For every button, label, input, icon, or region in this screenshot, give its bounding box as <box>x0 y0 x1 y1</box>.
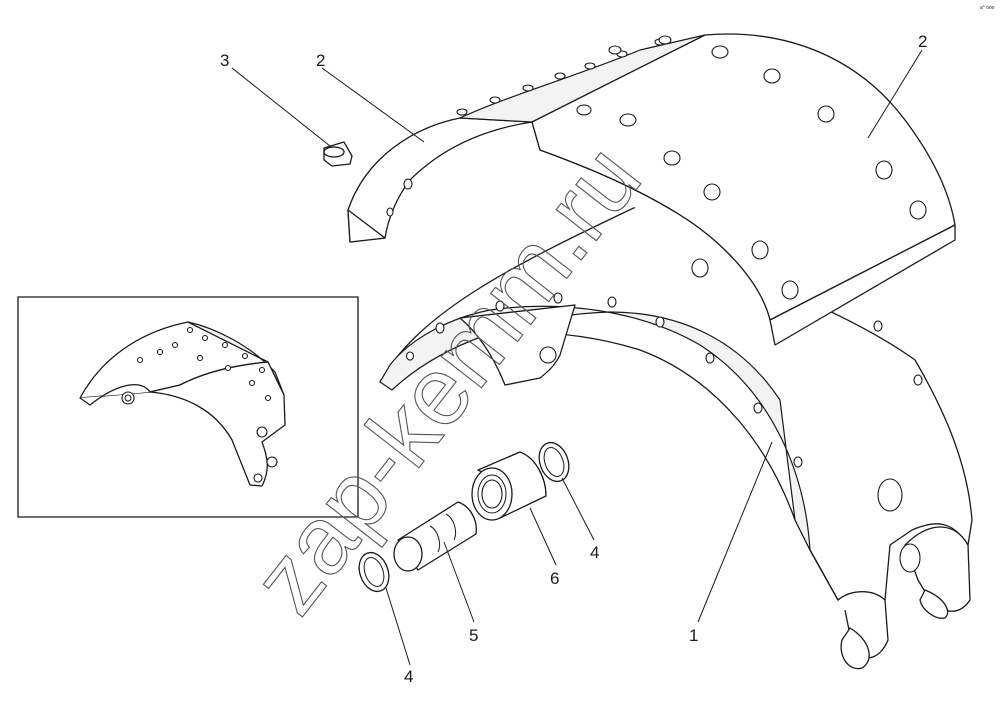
callout-3: 3 <box>220 51 229 70</box>
part-4-o-ring-right <box>538 441 570 483</box>
leader-lines <box>231 49 923 666</box>
part-6-bushing <box>471 451 547 521</box>
callout-4-left: 4 <box>404 667 413 686</box>
callout-2-right: 2 <box>918 32 927 51</box>
part-2-lining-left <box>347 34 706 243</box>
part-5-pin <box>393 501 477 572</box>
inset-frame <box>17 296 359 518</box>
assembled-view-inset <box>17 296 359 518</box>
callout-6: 6 <box>550 569 559 588</box>
callout-4-right: 4 <box>590 543 599 562</box>
callout-5: 5 <box>469 626 478 645</box>
part-1-brake-shoe <box>379 204 973 670</box>
callout-1: 1 <box>689 626 698 645</box>
part-3-rivet <box>323 141 353 167</box>
part-2-lining-right <box>531 33 956 346</box>
callout-labels: 3 2 2 4 6 5 4 1 <box>220 32 927 686</box>
corner-mark: a° ooo <box>980 5 995 11</box>
callout-2-left: 2 <box>316 51 325 70</box>
part-4-o-ring-left <box>358 551 390 593</box>
